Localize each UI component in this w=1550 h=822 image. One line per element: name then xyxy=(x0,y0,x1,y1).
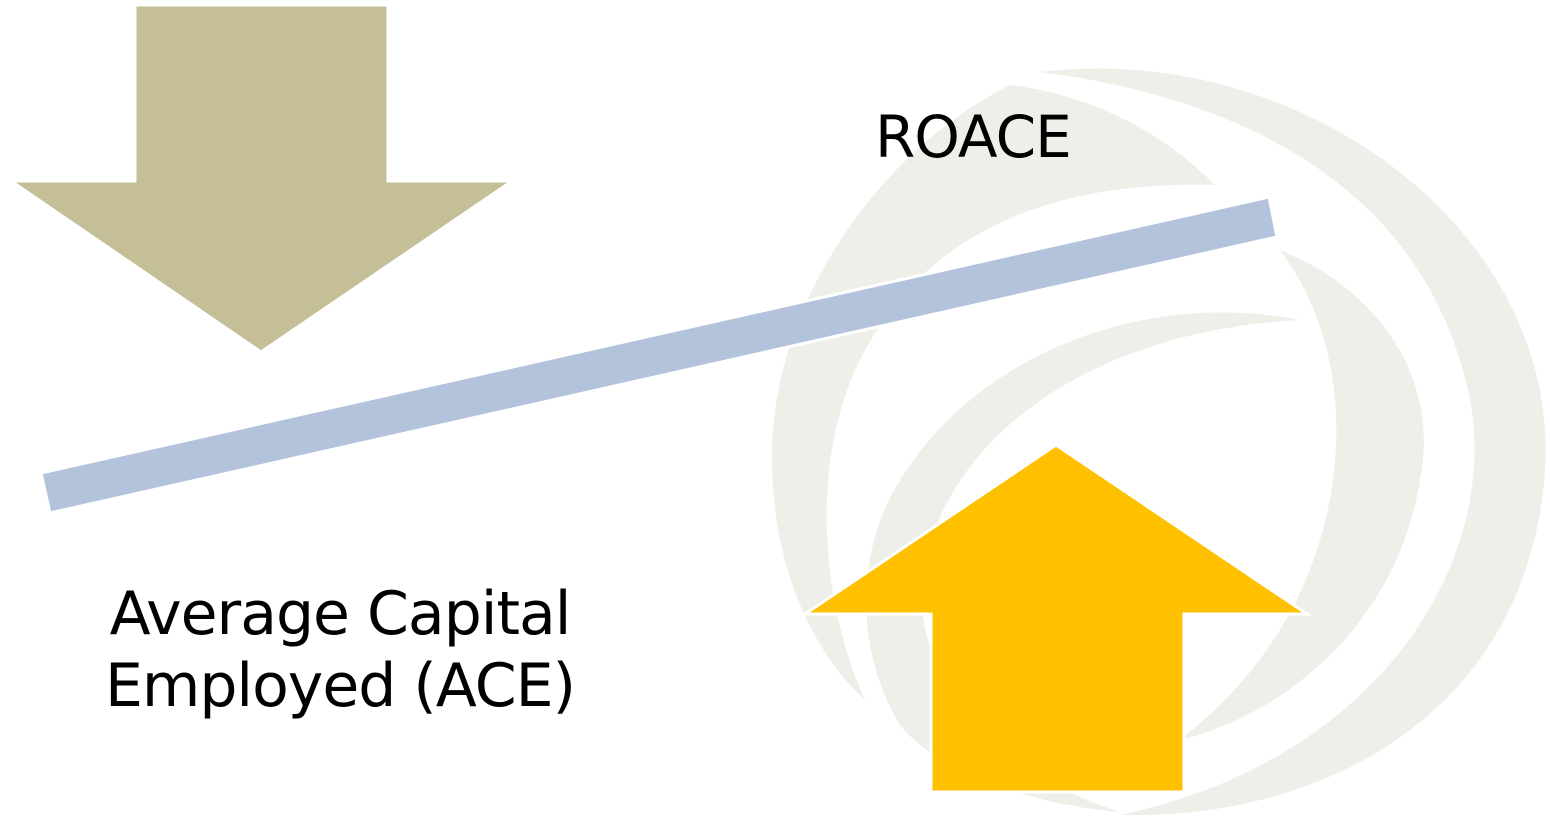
down-arrow xyxy=(6,3,517,354)
swirl-logo-icon xyxy=(771,68,1546,816)
average-capital-employed-label: Average Capital Employed (ACE) xyxy=(104,579,576,721)
up-arrow xyxy=(800,443,1312,794)
roace-label: ROACE xyxy=(875,103,1072,171)
seesaw-bar xyxy=(39,195,1279,515)
